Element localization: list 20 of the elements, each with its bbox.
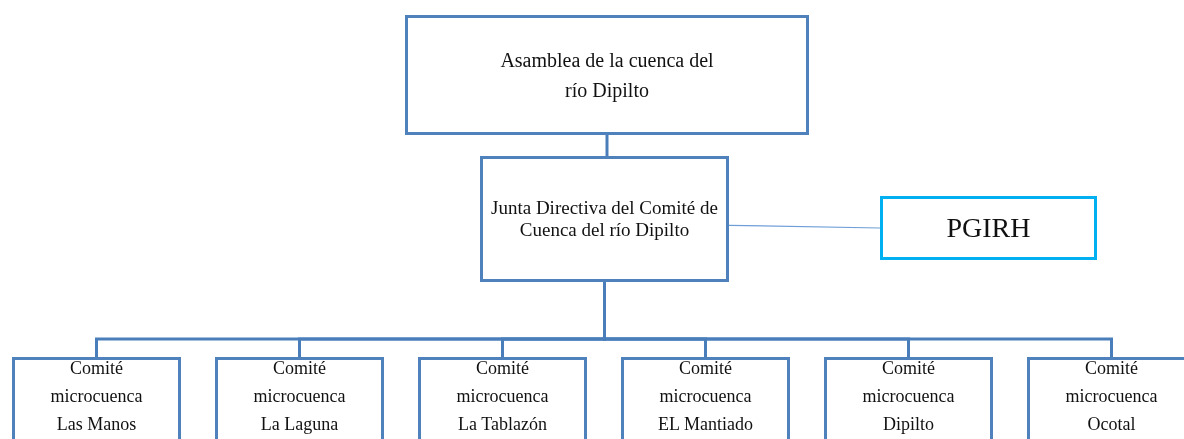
- node-label: Comité microcuenca La Laguna: [252, 357, 347, 436]
- node-label: PGIRH: [945, 212, 1032, 244]
- connector-line: [728, 224, 881, 229]
- org-box: [621, 357, 790, 439]
- side-box: [880, 196, 1097, 260]
- node-label: Asamblea de la cuenca del río Dipilto: [499, 48, 715, 104]
- org-box: [12, 357, 181, 439]
- org-box: [405, 15, 809, 135]
- connector-line: [605, 135, 609, 156]
- org-box: [824, 357, 993, 439]
- node-label: Comité microcuenca Ocotal: [1064, 357, 1159, 436]
- node-label: Comité microcuenca La Tablazón: [455, 357, 550, 436]
- node-label: Junta Directiva del Comité de Cuenca del río Dipilto: [490, 197, 719, 241]
- org-box: [480, 156, 729, 282]
- org-box: [418, 357, 587, 439]
- node-label: Comité microcuenca Dipilto: [861, 357, 956, 436]
- org-box: [1027, 357, 1184, 439]
- node-label: Comité microcuenca Las Manos: [49, 357, 144, 436]
- org-box: [215, 357, 384, 439]
- node-label: Comité microcuenca EL Mantiado: [657, 357, 754, 436]
